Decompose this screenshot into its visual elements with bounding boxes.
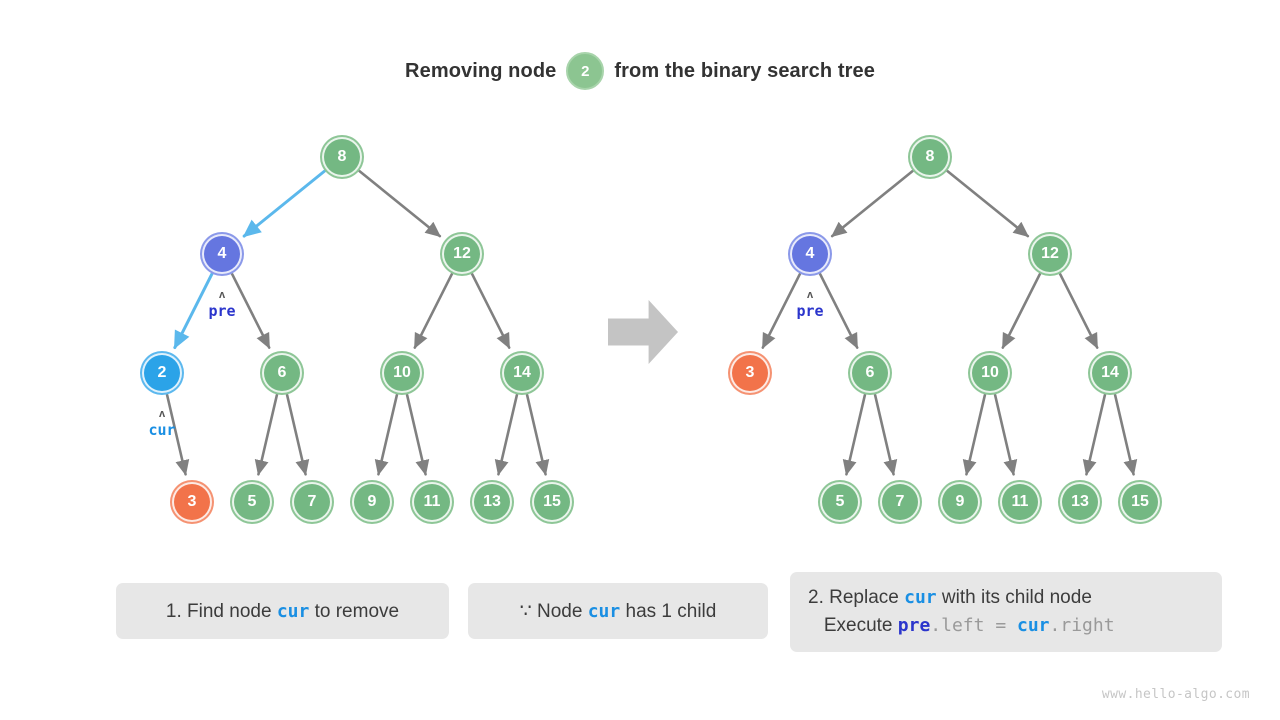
- pointer-text: pre: [208, 302, 236, 320]
- caption-segment: 1. Find node: [165, 600, 277, 622]
- page-title: Removing node 2 from the binary search t…: [0, 52, 1280, 90]
- caption-segment: 2. Replace: [808, 587, 905, 609]
- tree-edge: [254, 393, 279, 476]
- tree-node-13[interactable]: 13: [472, 482, 512, 522]
- tree-edge: [285, 393, 310, 476]
- tree-node-3[interactable]: 3: [172, 482, 212, 522]
- tree-node-5[interactable]: 5: [232, 482, 272, 522]
- caption-line: ∵ Node cur has 1 child: [520, 602, 717, 621]
- tree-node-12[interactable]: 12: [442, 234, 482, 274]
- caption-segment: pre: [897, 615, 931, 636]
- tree-node-11[interactable]: 11: [412, 482, 452, 522]
- caption-replace-node: 2. Replace cur with its child node Execu…: [790, 572, 1222, 652]
- tree-node-10[interactable]: 10: [970, 353, 1010, 393]
- tree-node-3[interactable]: 3: [730, 353, 770, 393]
- caption-segment: cur: [276, 600, 310, 622]
- tree-node-14[interactable]: 14: [1090, 353, 1130, 393]
- tree-edge: [405, 393, 430, 476]
- tree-edge: [165, 393, 190, 476]
- caption-segment: with its child node: [936, 587, 1092, 609]
- tree-node-9[interactable]: 9: [352, 482, 392, 522]
- tree-edge: [173, 272, 214, 350]
- tree-node-12[interactable]: 12: [1030, 234, 1070, 274]
- caption-segment: to remove: [309, 600, 400, 622]
- tree-node-4[interactable]: 4: [202, 234, 242, 274]
- tree-node-14[interactable]: 14: [502, 353, 542, 393]
- tree-edge: [830, 169, 914, 238]
- tree-edge: [946, 169, 1030, 238]
- tree-edge: [1082, 393, 1107, 476]
- tree-node-13[interactable]: 13: [1060, 482, 1100, 522]
- caption-one-child: ∵ Node cur has 1 child: [468, 583, 768, 639]
- caption-segment: .left: [930, 615, 985, 636]
- caption-segment: cur: [1017, 615, 1050, 636]
- title-node-badge: 2: [566, 52, 605, 90]
- caption-segment: ∵ Node: [519, 600, 588, 622]
- caption-segment: =: [984, 615, 1017, 636]
- pointer-caret-icon: ʌ: [218, 289, 226, 301]
- tree-node-7[interactable]: 7: [292, 482, 332, 522]
- tree-node-9[interactable]: 9: [940, 482, 980, 522]
- tree-edge: [873, 393, 898, 476]
- caption-line: Execute pre.left = cur.right: [808, 612, 1115, 640]
- tree-edge: [1113, 393, 1138, 476]
- tree-node-5[interactable]: 5: [820, 482, 860, 522]
- caption-line: 1. Find node cur to remove: [166, 602, 399, 621]
- tree-node-6[interactable]: 6: [262, 353, 302, 393]
- pointer-text: pre: [796, 302, 824, 320]
- caption-segment: has 1 child: [620, 600, 717, 622]
- tree-edge: [413, 272, 454, 349]
- tree-edge: [494, 393, 519, 476]
- tree-edge: [818, 272, 859, 349]
- tree-node-7[interactable]: 7: [880, 482, 920, 522]
- tree-node-4[interactable]: 4: [790, 234, 830, 274]
- tree-edge: [525, 393, 550, 476]
- tree-edge: [470, 272, 511, 349]
- tree-edge: [993, 393, 1018, 476]
- caption-segment: .right: [1049, 615, 1115, 636]
- tree-node-8[interactable]: 8: [910, 137, 950, 177]
- pointer-text: cur: [148, 421, 176, 439]
- title-text-after: from the binary search tree: [614, 59, 875, 82]
- caption-line: 2. Replace cur with its child node: [808, 584, 1092, 612]
- tree-edge: [1001, 272, 1042, 349]
- tree-node-11[interactable]: 11: [1000, 482, 1040, 522]
- tree-node-2[interactable]: 2: [142, 353, 182, 393]
- tree-edge: [374, 393, 399, 476]
- caption-segment: Execute: [808, 615, 898, 636]
- tree-edge: [962, 393, 987, 476]
- tree-edge: [1058, 272, 1099, 349]
- title-text-before: Removing node: [405, 59, 557, 82]
- tree-edge: [358, 169, 442, 238]
- tree-edge: [842, 393, 867, 476]
- tree-node-6[interactable]: 6: [850, 353, 890, 393]
- step-arrow-icon: [608, 300, 678, 364]
- caption-find-node: 1. Find node cur to remove: [116, 583, 449, 639]
- tree-edge: [242, 169, 327, 238]
- tree-edge: [230, 272, 271, 349]
- tree-node-15[interactable]: 15: [1120, 482, 1160, 522]
- tree-edge: [761, 272, 802, 349]
- caption-segment: cur: [587, 600, 621, 622]
- tree-node-15[interactable]: 15: [532, 482, 572, 522]
- watermark: www.hello-algo.com: [1101, 687, 1250, 702]
- tree-node-8[interactable]: 8: [322, 137, 362, 177]
- tree-node-10[interactable]: 10: [382, 353, 422, 393]
- pointer-caret-icon: ʌ: [806, 289, 814, 301]
- caption-segment: cur: [904, 587, 937, 609]
- pointer-caret-icon: ʌ: [158, 408, 166, 420]
